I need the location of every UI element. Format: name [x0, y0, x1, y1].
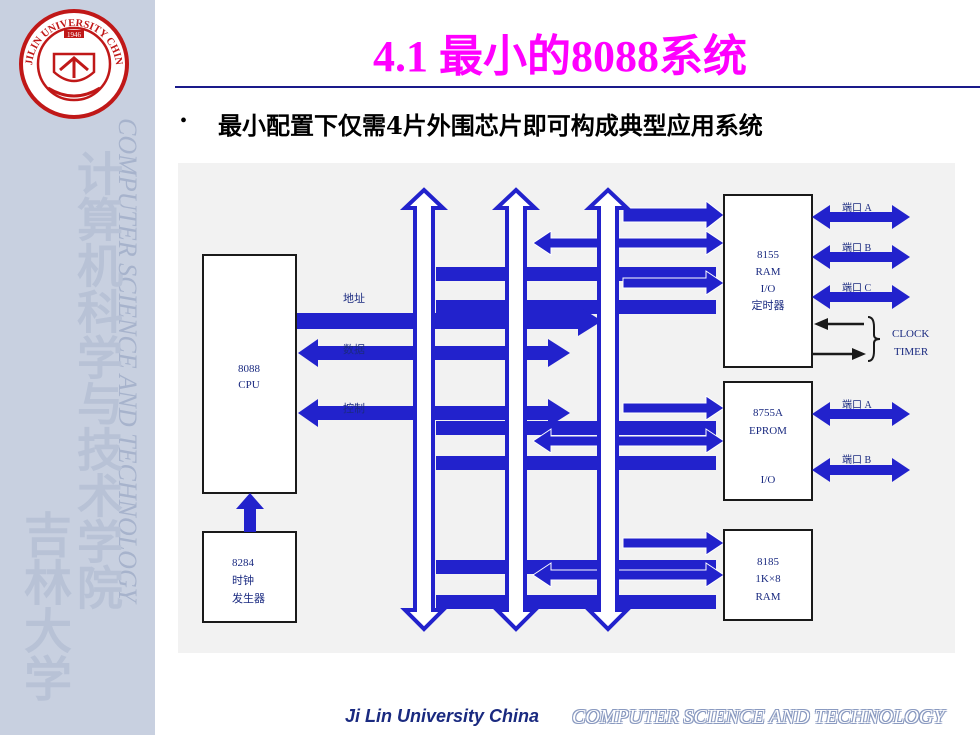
footer-brand: Ji Lin University China: [345, 706, 540, 726]
sidebar-vertical-english: COMPUTER SCIENCE AND TECHNOLOGY: [113, 118, 142, 603]
chip-8755-line2: EPROM: [749, 425, 787, 437]
bus-label-address: 地址: [343, 291, 365, 305]
chip-8155-line3: I/O: [761, 283, 776, 295]
bullet-dot: •: [180, 110, 188, 132]
university-logo: JILIN UNIVERSITY CHINA 1946: [18, 8, 129, 119]
chip-8155-port-arrows: [812, 205, 910, 309]
chip-8155-line1: 8155: [757, 249, 780, 261]
svg-text:1946: 1946: [67, 31, 82, 39]
sidebar-vertical-chinese-uni: 吉林大学: [15, 510, 71, 702]
clock-timer-lines: [812, 316, 881, 362]
title-divider: [175, 86, 980, 88]
cpu-label-line2: CPU: [238, 379, 259, 391]
sidebar: JILIN UNIVERSITY CHINA 1946 COMPUTER SCI…: [0, 0, 155, 735]
chip-8185-line2: 1K×8: [755, 573, 781, 585]
port-8155-c: 端口 C: [842, 281, 872, 294]
clock-generator-box: [202, 531, 297, 623]
port-8155-b: 端口 B: [842, 241, 872, 254]
chip-8755-line1: 8755A: [753, 407, 783, 419]
cpu-label-line1: 8088: [238, 363, 261, 375]
sidebar-vertical-chinese-dept: 计算机科学与技术学院: [70, 150, 124, 610]
chip-8755-line3: I/O: [761, 474, 776, 486]
footer-dept: COMPUTER SCIENCE AND TECHNOLOGY: [572, 706, 945, 728]
minimal-8088-system-diagram: 8088 CPU 地址 数据 控制 8284 时钟 发生器 8155 RAM I…: [178, 163, 955, 653]
bus-label-data: 数据: [343, 342, 365, 356]
port-8155-a: 端口 A: [842, 201, 873, 214]
chip-8755a-box: [723, 381, 813, 501]
chip-8185-line1: 8185: [757, 556, 780, 568]
chip-8155-box: [723, 194, 813, 368]
clock-to-cpu-arrow: [236, 493, 264, 532]
clock-label: CLOCK: [892, 328, 929, 340]
chip-8185-box: [723, 529, 813, 621]
control-bus-vertical: [583, 187, 633, 632]
cpu-box: [202, 254, 297, 494]
chip-8755-port-arrows: [812, 402, 910, 482]
port-8755-b: 端口 B: [842, 453, 872, 466]
clock-gen-line2: 时钟: [232, 573, 254, 587]
port-8755-a: 端口 A: [842, 398, 873, 411]
address-bus-vertical: [399, 187, 449, 632]
slide-title: 4.1 最小的8088系统: [373, 32, 747, 81]
clock-gen-line1: 8284: [232, 557, 255, 569]
timer-label: TIMER: [894, 346, 929, 358]
chip-8155-line4: 定时器: [752, 298, 785, 312]
clock-gen-line3: 发生器: [232, 591, 265, 605]
chip-8185-line3: RAM: [755, 591, 780, 603]
bus-label-control: 控制: [343, 401, 365, 415]
vertical-buses: [399, 187, 633, 632]
data-bus-vertical: [491, 187, 541, 632]
chip-8155-line2: RAM: [755, 266, 780, 278]
bullet-text: 最小配置下仅需4片外围芯片即可构成典型应用系统: [218, 111, 763, 140]
